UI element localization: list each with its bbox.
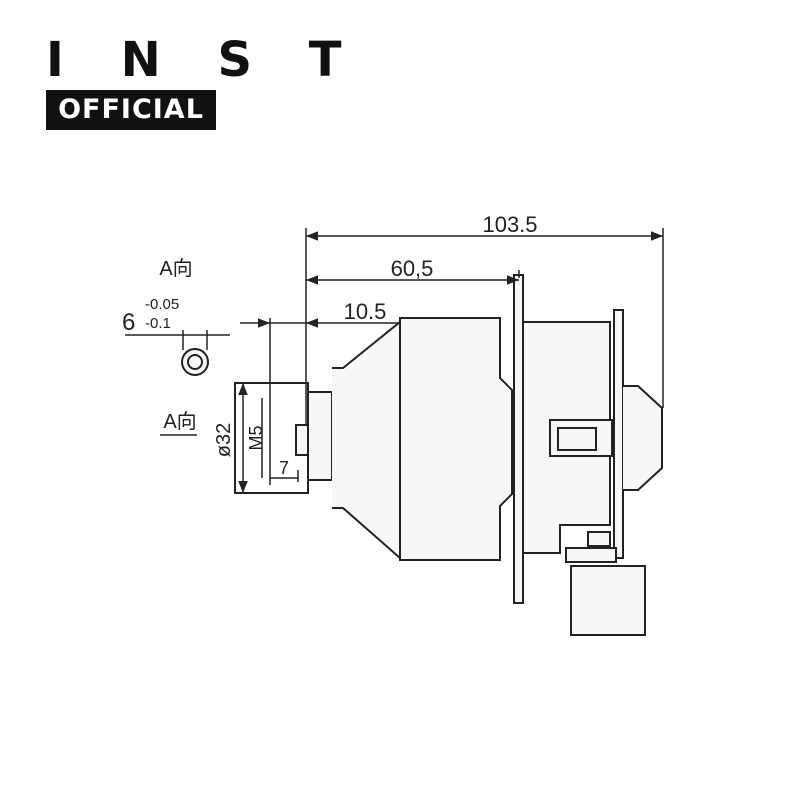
dim-overall: 103.5	[482, 212, 537, 237]
shaft-end-view	[181, 348, 209, 376]
connector-tab	[587, 531, 611, 547]
tol-upper: -0.05	[145, 296, 179, 313]
view-label-top: A向	[159, 257, 192, 280]
connector	[570, 565, 646, 636]
shaft	[295, 424, 309, 456]
tol-nominal: 6	[122, 309, 135, 336]
main-body	[399, 317, 513, 561]
dim-flange: 60,5	[391, 256, 434, 281]
rear-cap	[623, 385, 663, 491]
dim-diameter: ø32	[213, 423, 235, 457]
motor-outline	[181, 274, 663, 636]
logo-badge: OFFICIAL	[46, 90, 216, 130]
boss-outline	[234, 382, 309, 494]
dim-front: 10.5	[344, 299, 387, 324]
mounting-flange	[513, 274, 524, 604]
dimension-labels: 103.5 60,5 10.5 A向 A向 6 -0.05 -0.1 ø32 M…	[122, 212, 538, 478]
rear-plate	[613, 309, 624, 559]
dim-thread: M5	[246, 425, 266, 450]
rear-window-inner	[557, 427, 597, 451]
front-boss	[308, 391, 333, 481]
tol-lower: -0.1	[145, 315, 171, 332]
bell-housing	[332, 319, 401, 561]
dim-thread-length: 7	[279, 458, 289, 478]
view-label-side: A向	[163, 410, 196, 433]
dimension-lines	[125, 228, 664, 493]
connector-latch	[565, 547, 617, 563]
